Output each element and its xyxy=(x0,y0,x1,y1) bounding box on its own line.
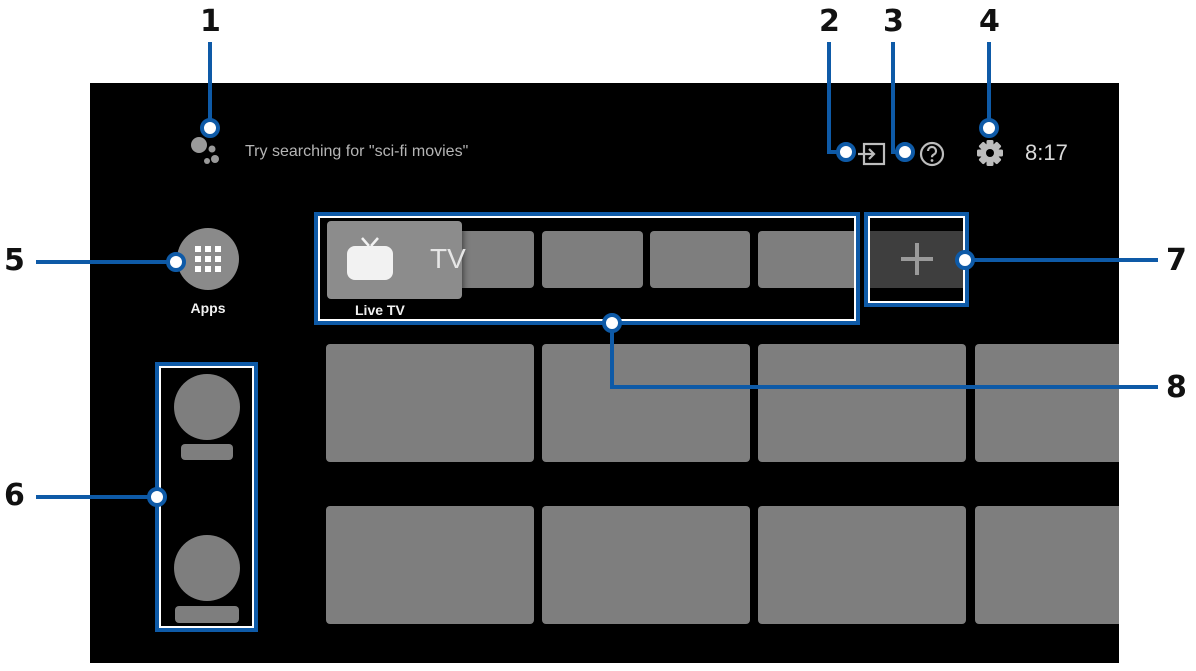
help-icon[interactable] xyxy=(918,140,946,168)
tv-home-screen: Try searching for "sci-fi movies" 8:17 xyxy=(90,83,1119,663)
content-tile[interactable] xyxy=(975,344,1119,462)
channel-icon[interactable] xyxy=(174,374,240,440)
callout-number-1: 1 xyxy=(200,4,221,39)
apps-label: Apps xyxy=(190,300,226,316)
favorite-app-tile[interactable] xyxy=(650,231,750,288)
callout-number-4: 4 xyxy=(979,4,1000,39)
callout-number-2: 2 xyxy=(819,4,840,39)
channel-label-placeholder xyxy=(175,606,239,623)
add-favorite-app-button[interactable] xyxy=(868,231,966,288)
live-tv-tile-text: TV xyxy=(430,243,466,274)
content-tile[interactable] xyxy=(758,506,966,624)
apps-button[interactable] xyxy=(177,228,239,290)
content-tile[interactable] xyxy=(758,344,966,462)
plus-icon xyxy=(901,243,933,275)
live-tv-label: Live TV xyxy=(355,302,405,318)
callout-number-5: 5 xyxy=(4,243,25,278)
favorite-app-tile[interactable] xyxy=(542,231,643,288)
content-tile[interactable] xyxy=(542,506,750,624)
clock: 8:17 xyxy=(1025,140,1068,165)
callout-number-8: 8 xyxy=(1166,370,1187,405)
tv-icon xyxy=(347,237,393,280)
content-tile[interactable] xyxy=(326,344,534,462)
callout-number-3: 3 xyxy=(883,4,904,39)
content-tile[interactable] xyxy=(326,506,534,624)
content-tile[interactable] xyxy=(542,344,750,462)
channel-icon[interactable] xyxy=(174,535,240,601)
grid-icon xyxy=(195,246,221,272)
content-tile[interactable] xyxy=(975,506,1119,624)
channel-label-placeholder xyxy=(181,444,233,460)
favorite-app-tile[interactable] xyxy=(758,231,858,288)
google-assistant-icon[interactable] xyxy=(190,135,226,167)
gear-icon[interactable] xyxy=(975,138,1005,168)
input-source-icon[interactable] xyxy=(856,141,888,167)
search-hint[interactable]: Try searching for "sci-fi movies" xyxy=(245,143,469,160)
callout-number-6: 6 xyxy=(4,478,25,513)
callout-number-7: 7 xyxy=(1166,243,1187,278)
